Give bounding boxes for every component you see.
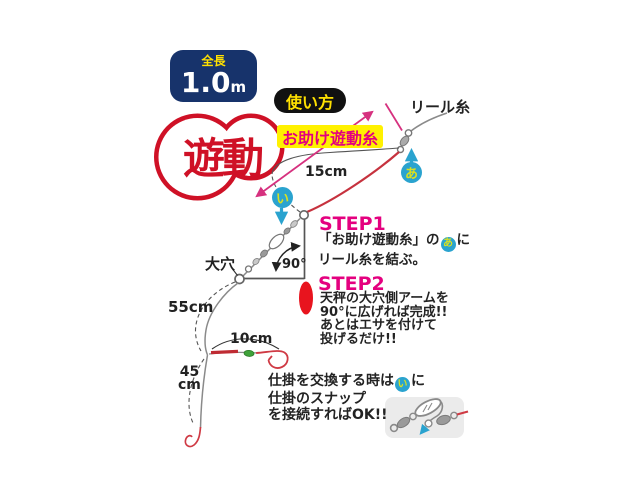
marker-a-badge: あ	[401, 162, 422, 183]
marker-a-inline: あ	[440, 236, 456, 252]
marker-i-inline: い	[395, 377, 410, 393]
length-55cm-label: 55cm	[168, 298, 214, 316]
step2-body: 天秤の大穴側アームを 90°に広げれば完成!! あとはエサを付けて 投げるだけ!…	[320, 292, 449, 346]
helper-line-label: お助け遊動糸	[277, 125, 384, 148]
step2-line2: 90°に広げれば完成!!	[320, 304, 448, 320]
length-45cm-label: 45 cm	[178, 364, 201, 393]
total-length-value-row: 1.0m	[181, 69, 246, 97]
step2-line4: 投げるだけ!!	[320, 331, 397, 347]
step1-line1-pre: 「お助け遊動糸」の	[318, 232, 440, 248]
branch-hook	[208, 338, 289, 369]
slide-stamp-label: 遊動	[182, 133, 264, 183]
snap-illustration	[385, 397, 469, 438]
marker-i-badge: い	[272, 187, 293, 208]
reel-line-label: リール糸	[410, 98, 471, 116]
angle-arrow	[271, 242, 301, 272]
step1-line2: リール糸を結ぶ。	[318, 251, 426, 268]
total-length-badge: 全長 1.0m	[170, 50, 257, 102]
swap-note-line2: 仕掛のスナップ	[268, 391, 366, 408]
swap-note-line1: 仕掛を交換する時はいに	[268, 373, 425, 393]
big-hole-ring	[234, 273, 245, 285]
swap-note: 仕掛を交換する時はいに 仕掛のスナップ を接続すればOK!!	[268, 373, 425, 423]
tenbin-frame	[230, 210, 309, 285]
bottom-hook	[184, 426, 202, 448]
total-length-value: 1.0	[180, 66, 231, 99]
step1-line1-post: に	[456, 232, 471, 248]
total-length-unit: m	[230, 78, 247, 96]
step2-line3: あとはエサを付けて	[320, 318, 438, 334]
reel-line	[396, 112, 448, 154]
step1-line1: 「お助け遊動糸」のあに	[318, 232, 470, 252]
step2-title: STEP2	[318, 273, 385, 295]
length-45-unit: cm	[178, 376, 201, 393]
length-45-number: 45	[179, 364, 200, 380]
usage-badge: 使い方	[274, 88, 346, 113]
step2-line1: 天秤の大穴側アームを	[320, 291, 449, 306]
swap-note-line1-pre: 仕掛を交換する時は	[268, 373, 394, 389]
big-hole-label: 大穴	[205, 255, 236, 273]
helper-sliding-line	[306, 151, 400, 214]
angle-90-label: 90°	[282, 257, 307, 272]
step1-title: STEP1	[319, 213, 386, 235]
step1-body: 「お助け遊動糸」のあに リール糸を結ぶ。	[318, 232, 470, 268]
rig-line	[188, 281, 239, 429]
length-10cm-label: 10cm	[230, 331, 273, 347]
total-length-title: 全長	[201, 54, 226, 68]
swap-note-line1-post: に	[411, 373, 425, 389]
sinker-weight	[299, 281, 313, 315]
length-15cm-label: 15cm	[305, 164, 348, 180]
swap-note-line3: を接続すればOK!!	[268, 406, 388, 423]
